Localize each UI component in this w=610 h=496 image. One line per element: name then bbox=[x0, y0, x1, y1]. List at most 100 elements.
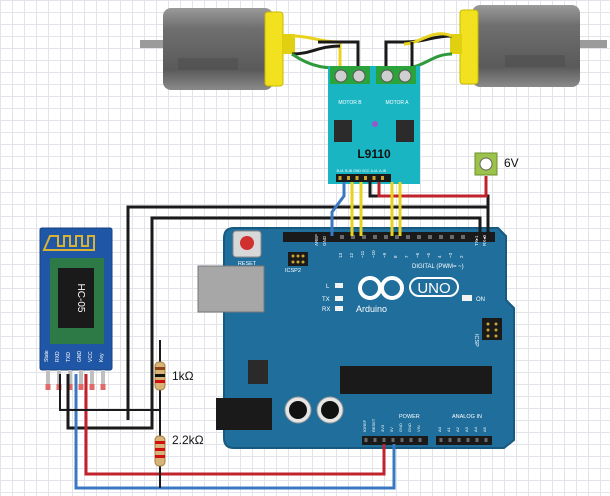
hc05-pin-label: TXD bbox=[66, 352, 72, 362]
analog-pin-label: A2 bbox=[455, 426, 460, 432]
resistor-1k-label: 1kΩ bbox=[172, 369, 194, 383]
driver-pin-label: VCC bbox=[362, 169, 370, 173]
digital-pin bbox=[362, 235, 366, 239]
antenna-icon bbox=[42, 235, 95, 251]
driver-pin-label: A-IB bbox=[379, 169, 386, 173]
capacitors bbox=[284, 396, 344, 424]
motor-left bbox=[140, 8, 295, 90]
digital-pin bbox=[417, 235, 421, 239]
analog-pin bbox=[475, 438, 479, 442]
analog-pin bbox=[484, 438, 488, 442]
reset-button[interactable] bbox=[232, 230, 262, 258]
digital-pin-label: ~5 bbox=[426, 252, 431, 258]
wire-gnd-blue bbox=[74, 374, 396, 490]
led-l bbox=[335, 283, 343, 288]
icsp2-header bbox=[288, 252, 308, 266]
wire-driver-vcc-6v bbox=[377, 176, 488, 198]
hc05-label: HC-05 bbox=[75, 284, 86, 313]
digital-pin bbox=[461, 235, 465, 239]
power-supply-6v: 6V bbox=[474, 152, 519, 176]
led-l-label: L bbox=[326, 284, 330, 290]
driver-chip-right bbox=[396, 120, 414, 142]
power-pin-label: 5V bbox=[389, 427, 394, 432]
icsp-header bbox=[482, 318, 502, 340]
driver-pin bbox=[364, 176, 367, 180]
driver-pin bbox=[381, 176, 384, 180]
digital-pin bbox=[428, 235, 432, 239]
power-pin-label: 3V3 bbox=[380, 424, 385, 432]
led-rx bbox=[335, 306, 343, 311]
arduino-uno-board: RESET ICSP2 L TX RX ON Arduino UNO bbox=[197, 227, 515, 449]
wire-driver-signals bbox=[350, 182, 402, 236]
led-rx-label: RX bbox=[322, 307, 330, 313]
digital-pin-label: ~9 bbox=[382, 252, 387, 258]
hc05-pin bbox=[90, 370, 94, 390]
digital-pin-label: 13 bbox=[338, 252, 343, 258]
analog-label: ANALOG IN bbox=[452, 414, 482, 420]
digital-pin-label: 4 bbox=[437, 255, 442, 258]
wire-5v-to-bt-vcc bbox=[84, 374, 386, 476]
analog-pin-label: A3 bbox=[464, 426, 469, 432]
analog-pin bbox=[448, 438, 452, 442]
hc05-pin bbox=[68, 370, 72, 390]
gnd-label-top: GND bbox=[322, 235, 327, 246]
digital-pin-label: ~3 bbox=[448, 252, 453, 258]
analog-pin-label: A1 bbox=[446, 426, 451, 432]
power-supply-label: 6V bbox=[504, 156, 519, 170]
arduino-logo-icon bbox=[358, 276, 404, 300]
hc05-pin-label: Key bbox=[99, 353, 105, 362]
resistor-2k2 bbox=[154, 435, 166, 467]
motor-left-wires bbox=[291, 34, 360, 70]
arduino-brand: Arduino bbox=[356, 304, 387, 314]
wire-divider bbox=[59, 340, 161, 488]
arduino-model: UNO bbox=[417, 280, 450, 297]
power-pin bbox=[364, 438, 368, 442]
digital-pin bbox=[340, 235, 344, 239]
voltage-regulator bbox=[248, 360, 268, 384]
analog-pin-label: A4 bbox=[473, 426, 478, 432]
hc05-pin-label: State bbox=[44, 350, 50, 362]
power-pin-label: RESET bbox=[371, 418, 376, 432]
led-tx bbox=[335, 296, 343, 301]
power-pin-label: VIN bbox=[416, 425, 421, 432]
power-pin bbox=[382, 438, 386, 442]
wire-bt-txd-to-pin bbox=[66, 216, 482, 430]
tx-pin-label: TX▸1 bbox=[474, 235, 479, 246]
icsp2-label: ICSP2 bbox=[285, 268, 301, 274]
digital-pin-label: 8 bbox=[393, 255, 398, 258]
hc05-pin-label: GND bbox=[77, 351, 83, 363]
driver-pin bbox=[347, 176, 350, 180]
hc05-pin-tip bbox=[78, 384, 84, 390]
driver-pin-label: A-IA bbox=[371, 169, 378, 173]
digital-pin bbox=[351, 235, 355, 239]
digital-pin-label: 2 bbox=[459, 255, 464, 258]
wire-driver-blue bbox=[330, 182, 346, 236]
analog-pin bbox=[439, 438, 443, 442]
digital-pin-label: 12 bbox=[349, 252, 354, 258]
motor-right bbox=[450, 5, 607, 87]
hc05-pin-label: VCC bbox=[88, 351, 94, 362]
digital-pin bbox=[373, 235, 377, 239]
power-pin bbox=[409, 438, 413, 442]
motor-a-terminal bbox=[376, 66, 416, 84]
hc05-pin-label: RXD bbox=[55, 351, 61, 362]
driver-pin-label: B-IB bbox=[345, 169, 352, 173]
power-pin-label: GND bbox=[407, 423, 412, 432]
hc05-pin-tip bbox=[89, 384, 95, 390]
digital-pin-label: ~6 bbox=[415, 252, 420, 258]
power-pin bbox=[373, 438, 377, 442]
power-label: POWER bbox=[399, 414, 420, 420]
digital-pin-label: 7 bbox=[404, 255, 409, 258]
digital-pin bbox=[450, 235, 454, 239]
driver-pin bbox=[372, 176, 376, 180]
power-pin bbox=[400, 438, 404, 442]
analog-pin-label: A0 bbox=[437, 426, 442, 432]
analog-pin bbox=[457, 438, 461, 442]
motor-b-terminal bbox=[330, 66, 370, 84]
driver-led bbox=[372, 121, 378, 127]
rx-pin-label: RX◂0 bbox=[482, 234, 487, 246]
resistor-1k bbox=[154, 361, 166, 391]
